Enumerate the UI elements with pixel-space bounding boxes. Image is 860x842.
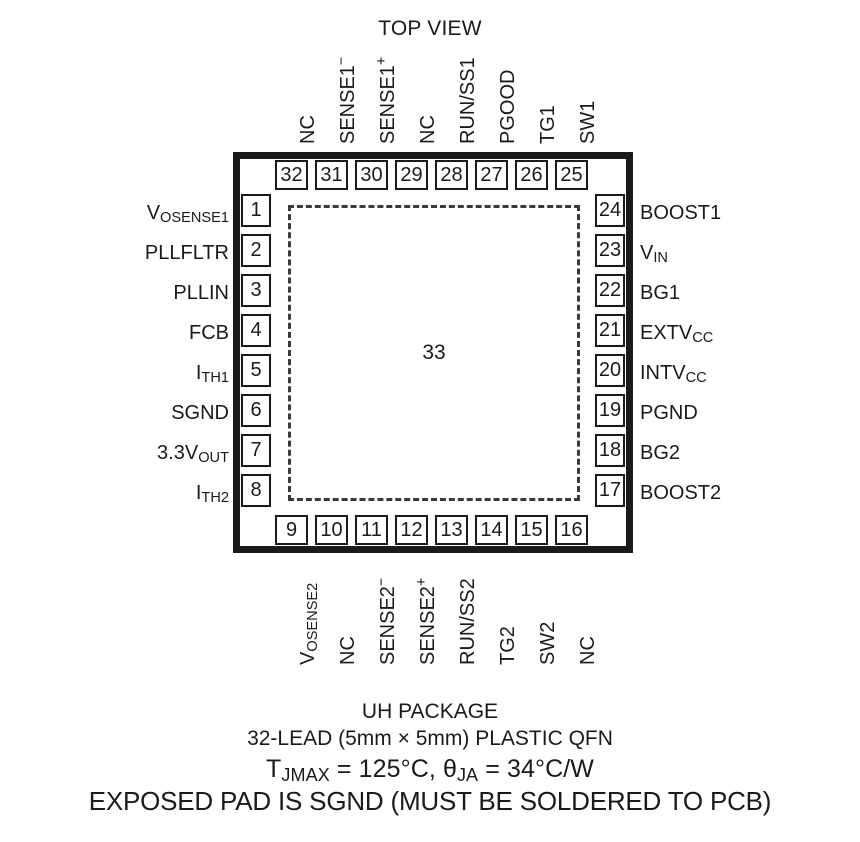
pin-label-31: SENSE1− [334, 56, 359, 144]
exposed-pad-outline: 33 [288, 205, 580, 501]
pin-box-5: 5 [241, 354, 271, 387]
pin-label-6: SGND [171, 402, 229, 424]
pin-label-7: 3.3VOUT [157, 442, 229, 467]
caption-line-exposed-pad-note: EXPOSED PAD IS SGND (MUST BE SOLDERED TO… [88, 786, 772, 817]
page-title: TOP VIEW [378, 17, 482, 40]
pin-box-30: 30 [355, 160, 388, 190]
pin-box-7: 7 [241, 434, 271, 467]
pin-box-28: 28 [435, 160, 468, 190]
package-caption: UH PACKAGE 32-LEAD (5mm × 5mm) PLASTIC Q… [0, 698, 860, 819]
pin-box-3: 3 [241, 274, 271, 307]
pin-box-1: 1 [241, 194, 271, 227]
caption-line-lead-count: 32-LEAD (5mm × 5mm) PLASTIC QFN [247, 727, 613, 751]
pin-label-9: VOSENSE2 [297, 582, 322, 665]
pin-label-18: BG2 [640, 442, 681, 464]
pin-label-22: BG1 [640, 282, 681, 304]
pin-box-9: 9 [275, 515, 308, 545]
pin-box-32: 32 [275, 160, 308, 190]
pin-box-4: 4 [241, 314, 271, 347]
caption-line-thermal: TJMAX = 125°C, θJA = 34°C/W [266, 754, 594, 785]
pin-label-25: SW1 [577, 100, 599, 144]
pin-box-15: 15 [515, 515, 548, 545]
pin-label-10: NC [337, 636, 359, 665]
pin-box-13: 13 [435, 515, 468, 545]
pin-label-1: VOSENSE1 [146, 202, 229, 227]
pin-box-10: 10 [315, 515, 348, 545]
pin-box-24: 24 [595, 194, 625, 227]
pin-label-24: BOOST1 [640, 202, 722, 224]
caption-line-package-name: UH PACKAGE [361, 700, 499, 723]
pin-label-30: SENSE1+ [374, 56, 399, 144]
pin-box-17: 17 [595, 474, 625, 507]
pin-label-32: NC [297, 115, 319, 144]
pin-box-6: 6 [241, 394, 271, 427]
pin-label-29: NC [417, 115, 439, 144]
pin-box-27: 27 [475, 160, 508, 190]
pin-label-11: SENSE2− [374, 577, 399, 665]
pin-box-31: 31 [315, 160, 348, 190]
pin-box-26: 26 [515, 160, 548, 190]
pin-box-29: 29 [395, 160, 428, 190]
pin-label-8: ITH2 [195, 482, 229, 507]
pin-box-18: 18 [595, 434, 625, 467]
pin-box-19: 19 [595, 394, 625, 427]
pin-box-12: 12 [395, 515, 428, 545]
pin-box-25: 25 [555, 160, 588, 190]
pin-box-2: 2 [241, 234, 271, 267]
pin-label-19: PGND [640, 402, 698, 424]
pin-label-3: PLLIN [173, 282, 229, 304]
pin-label-13: RUN/SS2 [457, 578, 479, 665]
pin-box-22: 22 [595, 274, 625, 307]
pin-box-8: 8 [241, 474, 271, 507]
pin-box-14: 14 [475, 515, 508, 545]
pin-label-21: EXTVCC [640, 322, 714, 347]
pin-label-4: FCB [189, 322, 229, 344]
pin-label-23: VIN [640, 242, 668, 267]
pin-box-23: 23 [595, 234, 625, 267]
pin-label-26: TG1 [537, 105, 559, 144]
pin-box-16: 16 [555, 515, 588, 545]
pin-box-11: 11 [355, 515, 388, 545]
pin-label-28: RUN/SS1 [457, 57, 479, 144]
pin-label-20: INTVCC [640, 362, 707, 387]
pin-label-5: ITH1 [195, 362, 229, 387]
pin-box-21: 21 [595, 314, 625, 347]
pin-label-14: TG2 [497, 626, 519, 665]
pin-label-12: SENSE2+ [414, 577, 439, 665]
pin-label-16: NC [577, 636, 599, 665]
pin-label-15: SW2 [537, 621, 559, 665]
pin-label-2: PLLFLTR [144, 242, 229, 264]
exposed-pad-pin-number: 33 [422, 341, 446, 364]
pin-label-17: BOOST2 [640, 482, 722, 504]
pin-label-27: PGOOD [497, 69, 519, 144]
package-body-outline [233, 152, 633, 553]
pin-box-20: 20 [595, 354, 625, 387]
